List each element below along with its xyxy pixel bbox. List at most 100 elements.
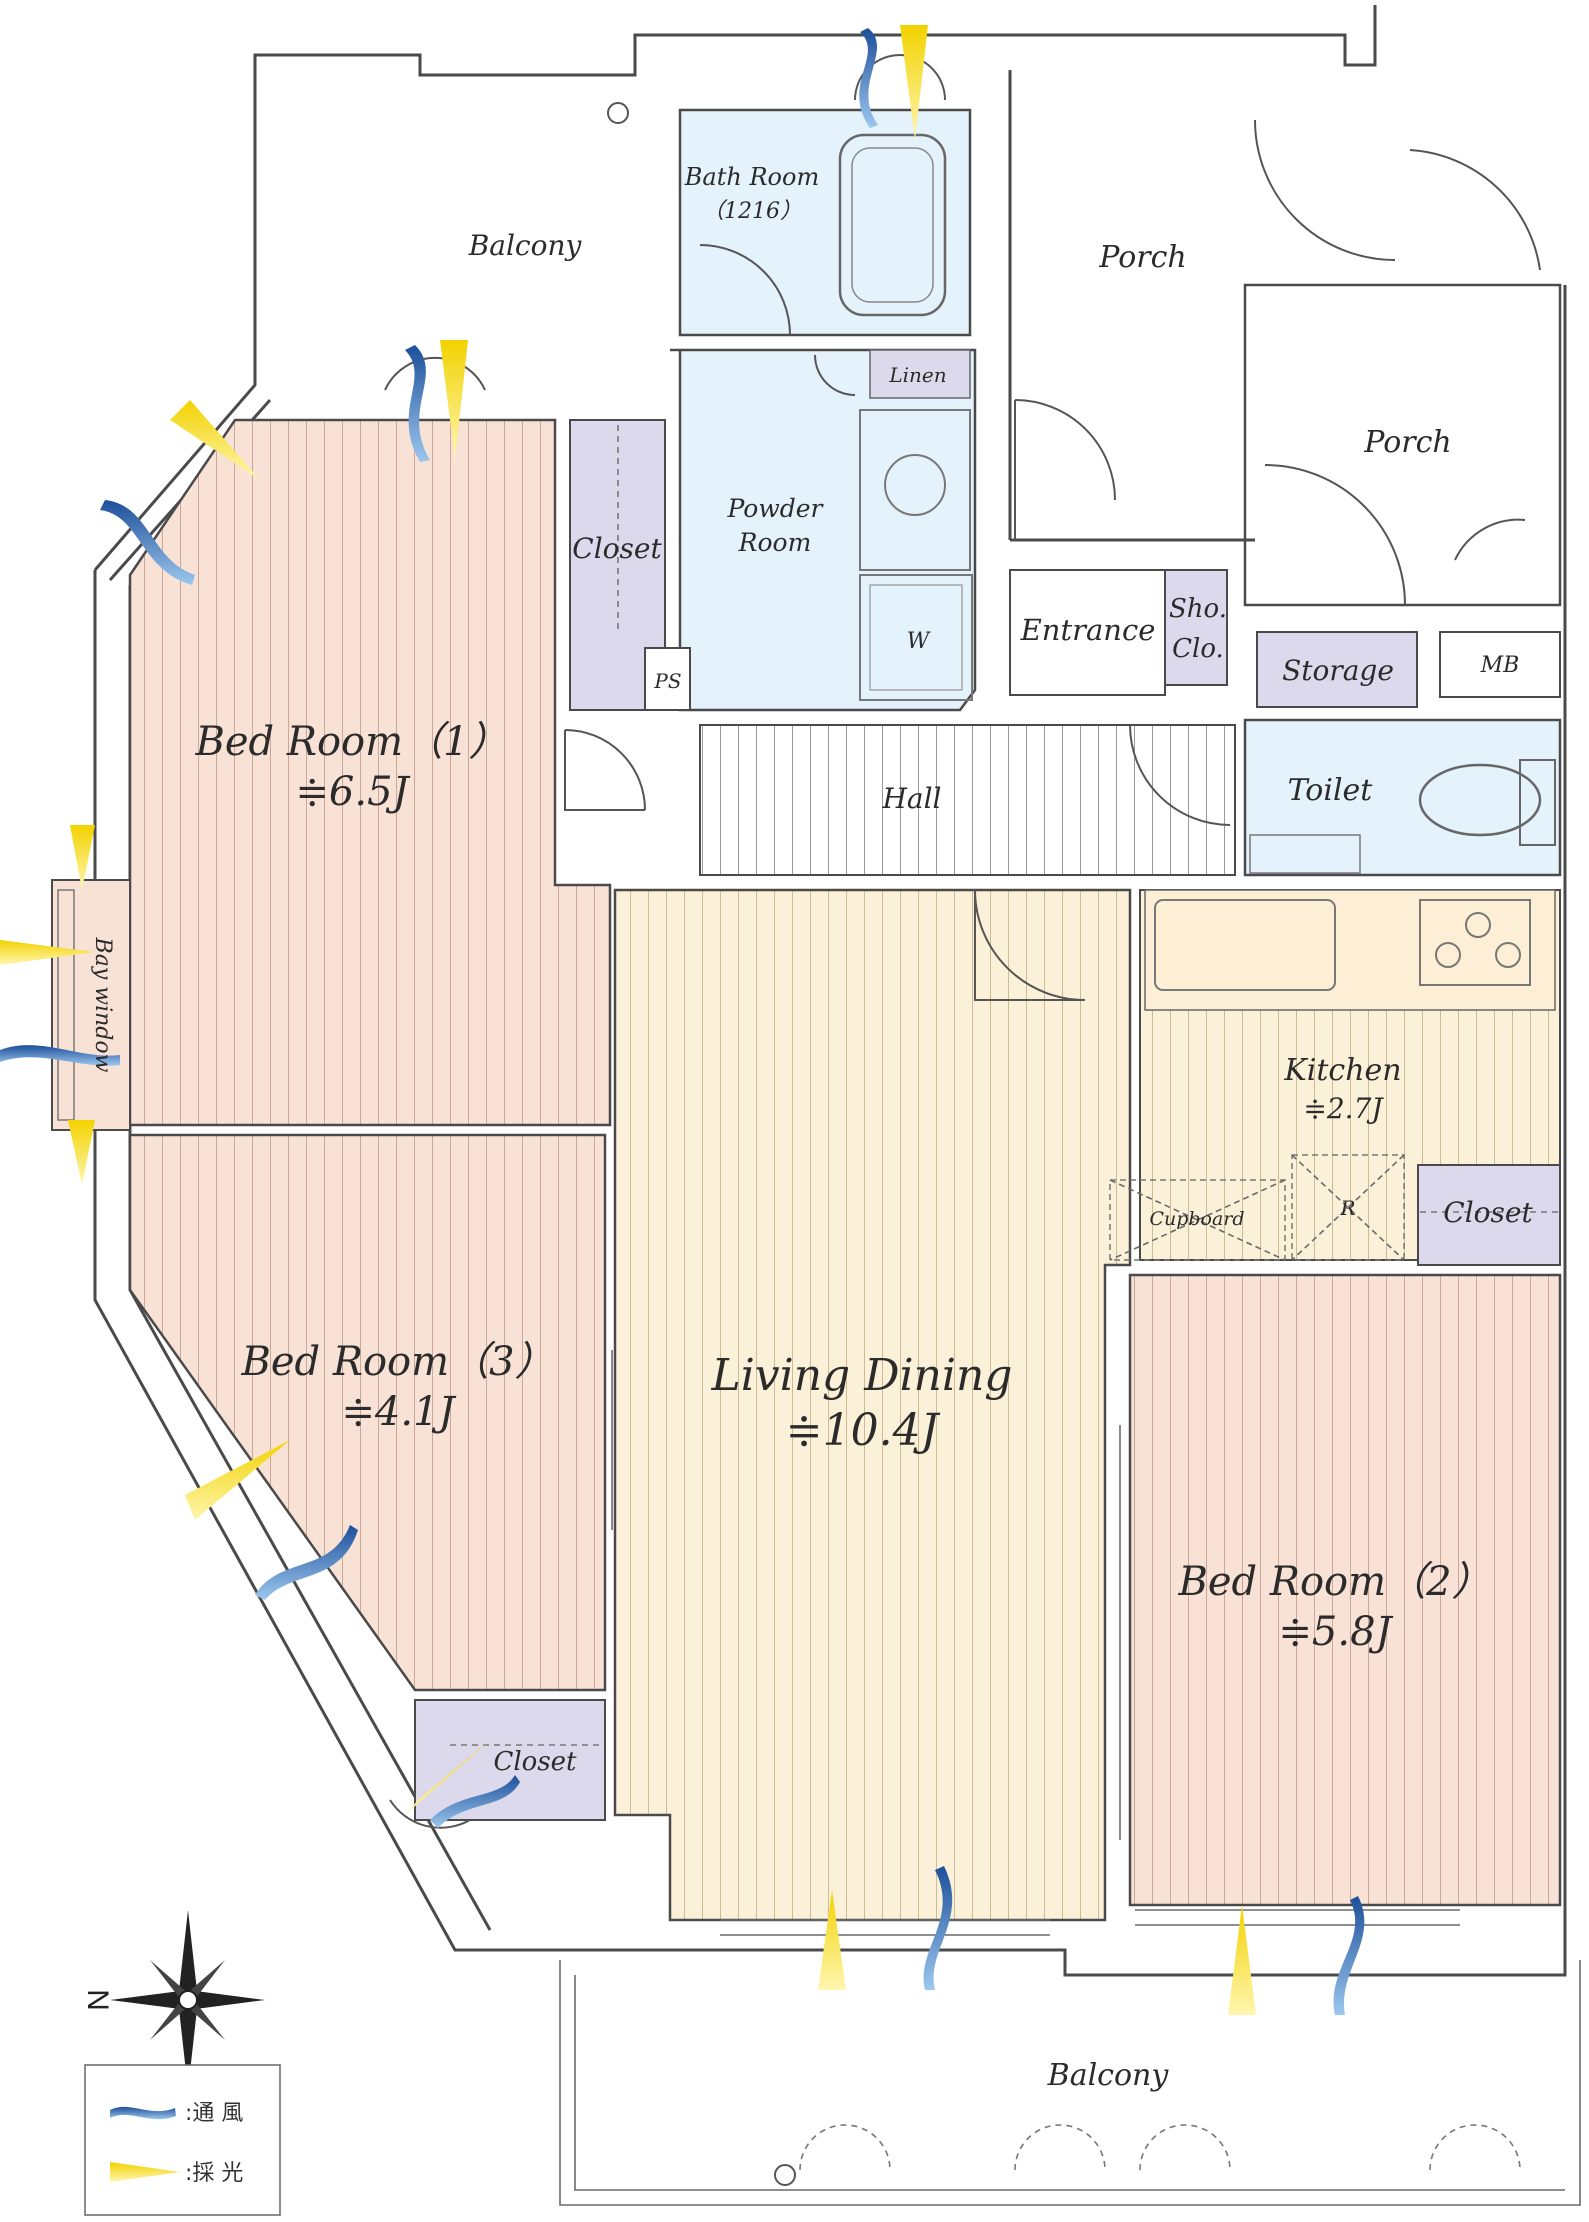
bay-window-frame xyxy=(57,889,75,1121)
bedroom2-size-label: ≑5.8J xyxy=(1278,1609,1393,1655)
storage xyxy=(1256,631,1418,708)
entrance-floor xyxy=(1009,569,1166,696)
porch-right-label: Porch xyxy=(1363,425,1452,460)
room-labels: Bath Room （1216） Balcony Porch Porch Lin… xyxy=(90,163,1533,2093)
wind-arrow-icon xyxy=(255,1525,358,1600)
bedroom2-label: Bed Room（2） xyxy=(1177,1559,1491,1605)
porch-top-label: Porch xyxy=(1098,240,1187,275)
bathroom-size-label: （1216） xyxy=(702,199,802,224)
legend-daylight-label: :採 光 xyxy=(185,2161,243,2186)
closet-kitchen-label: Closet xyxy=(1443,1196,1533,1229)
cupboard-label: Cupboard xyxy=(1149,1208,1244,1230)
refrigerator-space xyxy=(1291,1154,1405,1261)
wind-arrow-icon xyxy=(430,1775,520,1828)
washer-pan xyxy=(859,574,973,701)
legend: :通 風 :採 光 xyxy=(84,2064,281,2216)
bedroom1-label: Bed Room（1） xyxy=(194,719,508,765)
shoe-closet-label-2: Clo. xyxy=(1172,634,1224,664)
airflow-markers xyxy=(0,25,1365,2015)
washer-pan-inner xyxy=(869,584,963,691)
mb-label: MB xyxy=(1480,653,1520,678)
light-arrow-icon xyxy=(110,2162,180,2182)
sink xyxy=(1154,899,1336,991)
legend-ventilation-label: :通 風 xyxy=(185,2101,243,2126)
living-size-label: ≑10.4J xyxy=(786,1405,941,1456)
storage-label: Storage xyxy=(1282,654,1394,687)
burner-icon xyxy=(1465,912,1491,938)
balcony-planters xyxy=(607,102,1521,2186)
bedroom3-size-label: ≑4.1J xyxy=(341,1389,456,1435)
kitchen-size-label: ≑2.7J xyxy=(1303,1092,1384,1125)
balcony-bottom-label: Balcony xyxy=(1047,2058,1170,2093)
light-arrow-icon xyxy=(185,1440,290,1520)
light-arrow-icon xyxy=(70,825,95,890)
bedroom2-floor xyxy=(1128,1273,1562,1907)
closet-bed1-label: Closet xyxy=(572,532,662,565)
hall-label: Hall xyxy=(881,782,941,815)
powder-room-label-2: Room xyxy=(738,528,812,557)
cupboard xyxy=(1109,1179,1286,1261)
hall-floor xyxy=(699,724,1236,876)
north-label: N xyxy=(81,1989,114,2011)
ps-label: PS xyxy=(653,669,681,693)
living-floor xyxy=(613,888,1132,1922)
bathroom-area xyxy=(678,108,972,337)
wind-arrow-icon xyxy=(923,1866,953,1990)
light-arrow-icon xyxy=(818,1890,846,1990)
linen-label: Linen xyxy=(888,363,946,387)
wind-arrow-icon xyxy=(0,1045,120,1066)
living-label: Living Dining xyxy=(711,1350,1013,1401)
kitchen-counter xyxy=(1144,889,1556,1011)
bedroom3-floor xyxy=(128,1133,607,1692)
bay-window xyxy=(51,879,131,1131)
burner-icon xyxy=(1435,942,1461,968)
wind-arrow-icon xyxy=(100,500,195,585)
refrigerator-label: R xyxy=(1339,1196,1355,1220)
washer-label: W xyxy=(907,629,932,654)
balcony-top-label: Balcony xyxy=(468,229,583,262)
light-arrow-icon xyxy=(1228,1905,1256,2015)
light-arrow-icon xyxy=(68,1120,95,1185)
powder-room-area xyxy=(670,348,977,712)
drain-icon xyxy=(607,102,629,124)
stove xyxy=(1419,899,1531,986)
drain-icon xyxy=(774,2164,796,2186)
bay-window-label: Bay window xyxy=(90,937,115,1073)
burner-icon xyxy=(1495,942,1521,968)
powder-room-label-1: Powder xyxy=(726,494,824,523)
bathroom-label: Bath Room xyxy=(684,163,819,191)
bathtub xyxy=(838,133,947,317)
porch-right-area xyxy=(1243,283,1562,607)
compass: N xyxy=(81,1910,265,2090)
shoe-closet-label-1: Sho. xyxy=(1169,594,1227,624)
vanity xyxy=(859,409,971,571)
bedroom3-label: Bed Room（3） xyxy=(240,1339,554,1385)
toilet-sink xyxy=(1249,834,1361,874)
toilet-bowl-icon xyxy=(1418,763,1542,837)
bathtub-inner xyxy=(851,147,934,303)
doors xyxy=(384,54,1541,1829)
bedroom1-size-label: ≑6.5J xyxy=(295,769,410,815)
windows xyxy=(611,1350,1460,1936)
ps-shaft xyxy=(644,647,691,711)
basin-icon xyxy=(884,454,946,516)
linen-shelf xyxy=(869,349,971,399)
shoe-closet xyxy=(1164,569,1228,686)
light-arrow-icon xyxy=(440,340,468,460)
toilet-tank xyxy=(1519,759,1556,846)
closet-bed3-label: Closet xyxy=(493,1747,577,1777)
bedroom1-floor xyxy=(128,418,612,1127)
wind-arrow-icon xyxy=(1333,1896,1365,2015)
light-arrow-icon xyxy=(900,25,928,140)
toilet-area xyxy=(1243,718,1562,877)
light-arrow-icon xyxy=(405,1740,490,1815)
toilet-label: Toilet xyxy=(1288,773,1374,808)
light-arrow-icon xyxy=(0,940,95,965)
closet-bed3 xyxy=(414,1699,606,1821)
kitchen-label: Kitchen xyxy=(1283,1053,1401,1088)
light-arrow-icon xyxy=(170,400,260,480)
wind-arrow-icon xyxy=(405,345,430,462)
entrance-label: Entrance xyxy=(1020,613,1156,647)
mb-box xyxy=(1439,631,1561,698)
